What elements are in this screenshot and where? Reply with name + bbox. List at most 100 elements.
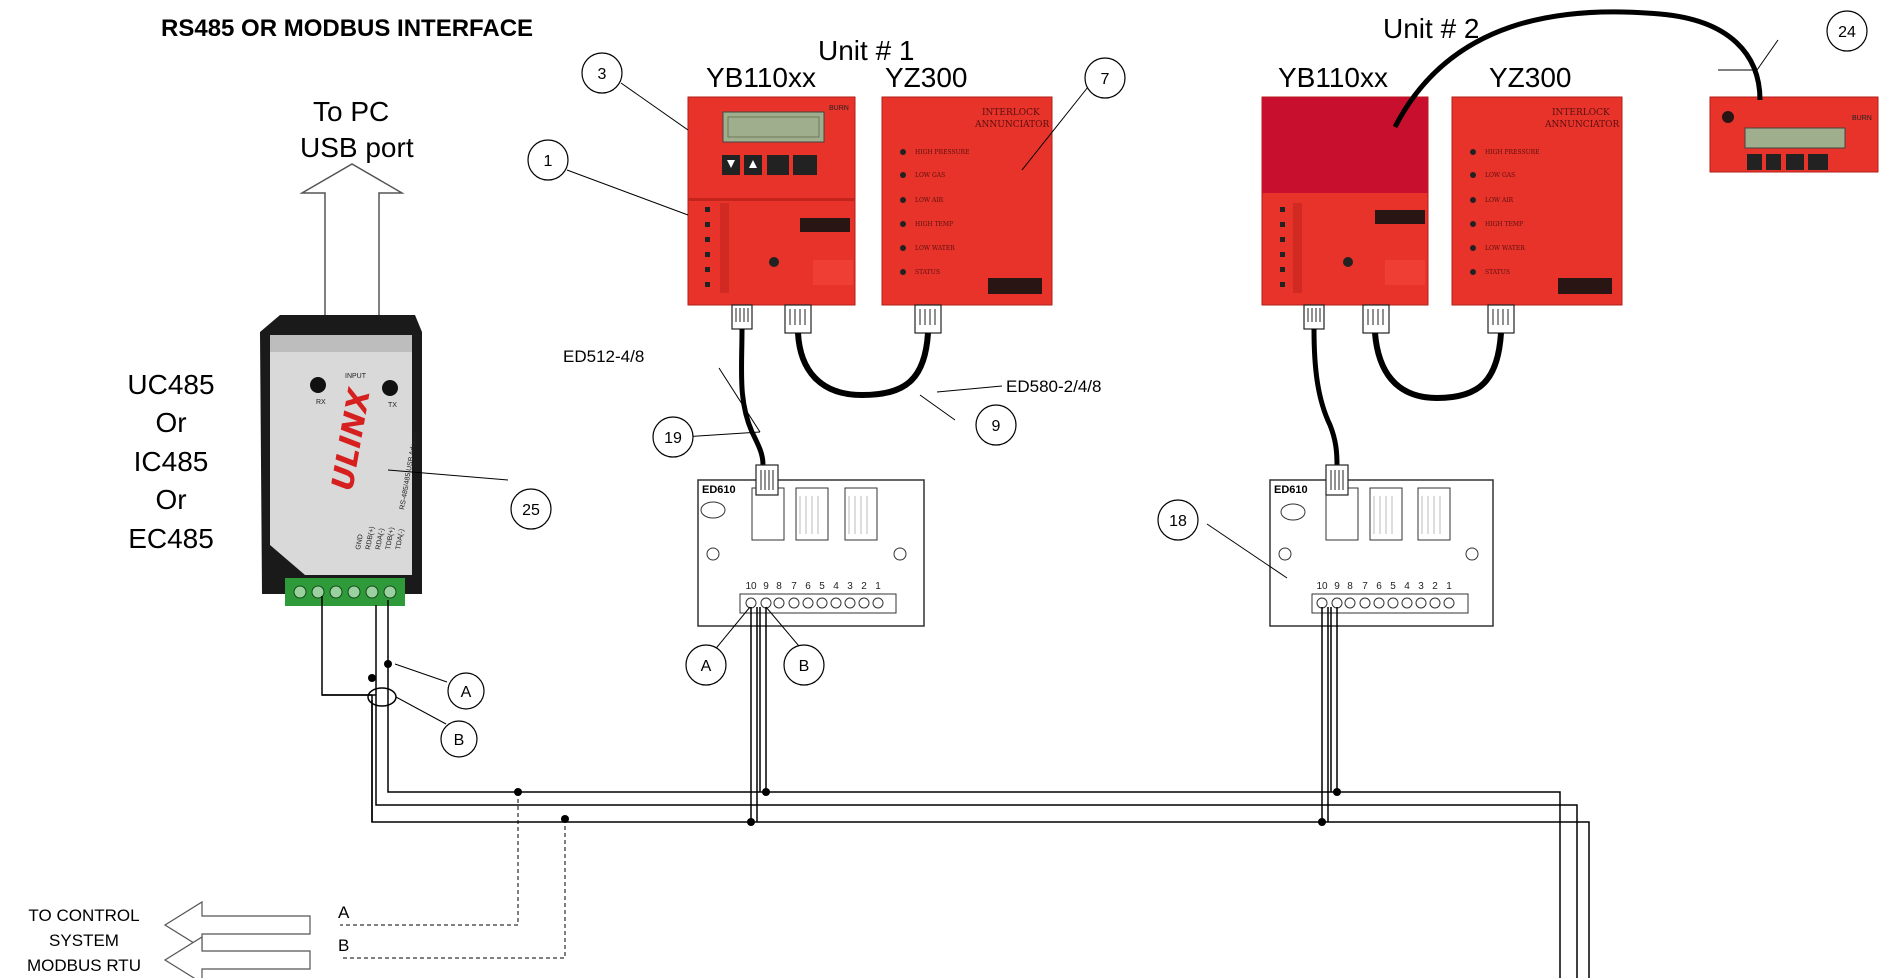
display-brand: BURN xyxy=(1852,115,1872,122)
unit1-ed512-cable xyxy=(738,328,766,466)
terminal-number: 7 xyxy=(1362,581,1368,592)
tx-label: TX xyxy=(388,402,397,409)
rx-label: RX xyxy=(316,399,326,406)
terminal-number: 3 xyxy=(847,581,853,592)
diagram-title: RS485 OR MODBUS INTERFACE xyxy=(161,15,533,42)
converter-led-label: INPUT xyxy=(345,373,367,380)
pin-label: TDA(-) xyxy=(395,528,406,550)
unit2-rj-connectors xyxy=(1303,304,1515,334)
pin-label: RDA(-) xyxy=(375,528,386,551)
rx-led-icon xyxy=(310,377,326,393)
terminal-number: 9 xyxy=(763,581,769,592)
converter-option: IC485 xyxy=(134,446,209,477)
callout-3 xyxy=(581,52,623,94)
yz300-row: LOW AIR xyxy=(1485,197,1514,204)
down-button xyxy=(1747,154,1762,170)
terminal-number: 8 xyxy=(1347,581,1353,592)
unit2-yz300-device: INTERLOCK ANNUNCIATOR HIGH PRESSURE LOW … xyxy=(1451,96,1623,306)
converter-option: EC485 xyxy=(128,523,214,554)
usb-label-line1: To PC xyxy=(313,96,389,127)
terminal-number: 6 xyxy=(1376,581,1382,592)
mode-button xyxy=(767,155,789,175)
callout-b-converter xyxy=(440,720,478,758)
terminal-number: 9 xyxy=(1334,581,1340,592)
unit2-yb110-device xyxy=(1261,96,1429,306)
tx-led-icon xyxy=(382,380,398,396)
ed580-cable-label: ED580-2/4/8 xyxy=(1006,377,1101,396)
yz300-row: LOW AIR xyxy=(915,197,944,204)
lcd-display xyxy=(1744,127,1846,149)
yz300-header-line2: ANNUNCIATOR xyxy=(1544,120,1620,130)
callout-label: A xyxy=(461,684,472,701)
control-text-line3: MODBUS RTU xyxy=(27,956,141,975)
converter-option: UC485 xyxy=(127,369,214,400)
terminal-number: 5 xyxy=(819,581,825,592)
converter-option: Or xyxy=(155,484,186,515)
converter-option: Or xyxy=(155,407,186,438)
unit2-yz300-label: YZ300 xyxy=(1489,62,1572,93)
bus-junctions xyxy=(368,660,1341,826)
terminal-number: 10 xyxy=(745,581,757,592)
unit1-yz300-device: INTERLOCK ANNUNCIATOR HIGH PRESSURE LOW … xyxy=(881,96,1053,306)
yz300-row: LOW GAS xyxy=(1485,172,1515,179)
unit1-title: Unit # 1 xyxy=(818,35,915,66)
callout-9 xyxy=(975,404,1017,446)
terminal-number: 6 xyxy=(805,581,811,592)
pin-label: TDB(+) xyxy=(385,527,396,551)
callout-label: A xyxy=(701,658,712,675)
rs485-bus-wiring xyxy=(321,596,1590,978)
yz300-row: HIGH TEMP xyxy=(1485,221,1523,228)
yz300-row: HIGH PRESSURE xyxy=(915,149,970,156)
callout-label: 3 xyxy=(598,66,607,83)
control-arrow-a xyxy=(163,900,311,950)
unit2-ed580-cable xyxy=(1372,332,1504,402)
callout-label: 25 xyxy=(522,502,540,519)
callout-25 xyxy=(510,488,552,530)
yz300-header-line1: INTERLOCK xyxy=(1552,108,1610,118)
control-system-text: TO CONTROL SYSTEM MODBUS RTU xyxy=(27,906,141,975)
usb-label-line2: USB port xyxy=(300,132,414,163)
callout-label: 24 xyxy=(1838,24,1856,41)
callout-label: 19 xyxy=(664,430,682,447)
control-text-line1: TO CONTROL xyxy=(28,906,139,925)
unit2-title: Unit # 2 xyxy=(1383,13,1480,44)
ed610-label: ED610 xyxy=(702,484,736,496)
yz300-row: STATUS xyxy=(915,269,940,276)
terminal-number: 2 xyxy=(1432,581,1438,592)
converter-options: UC485 Or IC485 Or EC485 xyxy=(127,369,214,554)
yz300-row: LOW GAS xyxy=(915,172,945,179)
remote-display-cable xyxy=(1392,9,1763,129)
yz300-header-line2: ANNUNCIATOR xyxy=(974,120,1050,130)
callout-24 xyxy=(1826,10,1868,52)
unit2-ed512-cable xyxy=(1311,328,1340,466)
terminal-number: 3 xyxy=(1418,581,1424,592)
callout-circles xyxy=(440,10,1868,758)
up-button xyxy=(1766,154,1781,170)
terminal-number: 1 xyxy=(875,581,881,592)
callout-label: 18 xyxy=(1169,513,1187,530)
control-line-b-label: B xyxy=(338,936,349,955)
terminal-number: 2 xyxy=(861,581,867,592)
callout-label: B xyxy=(799,658,810,675)
callout-18 xyxy=(1157,499,1199,541)
yz300-row: HIGH TEMP xyxy=(915,221,953,228)
yz300-row: LOW WATER xyxy=(1485,245,1525,252)
callout-a-unit1 xyxy=(685,644,727,686)
display-brand: BURN xyxy=(829,105,849,112)
callout-label: B xyxy=(454,732,465,749)
yz300-row: HIGH PRESSURE xyxy=(1485,149,1540,156)
terminal-number: 7 xyxy=(791,581,797,592)
ed610-label: ED610 xyxy=(1274,484,1308,496)
callout-label: 1 xyxy=(544,153,553,170)
callout-numbers: 3 1 7 24 25 19 9 18 A B A B xyxy=(454,24,1856,749)
callout-label: 7 xyxy=(1101,71,1110,88)
yz300-row: LOW WATER xyxy=(915,245,955,252)
unit2-terminal-numbers: 10 9 8 7 6 5 4 3 2 1 xyxy=(1316,581,1452,592)
usb-arrow xyxy=(299,163,405,317)
unit2-ed610-board: ED610 xyxy=(1269,479,1494,627)
unit1-yb110-label: YB110xx xyxy=(706,62,816,93)
control-system-lines xyxy=(340,792,566,959)
unit1-yz300-label: YZ300 xyxy=(885,62,968,93)
